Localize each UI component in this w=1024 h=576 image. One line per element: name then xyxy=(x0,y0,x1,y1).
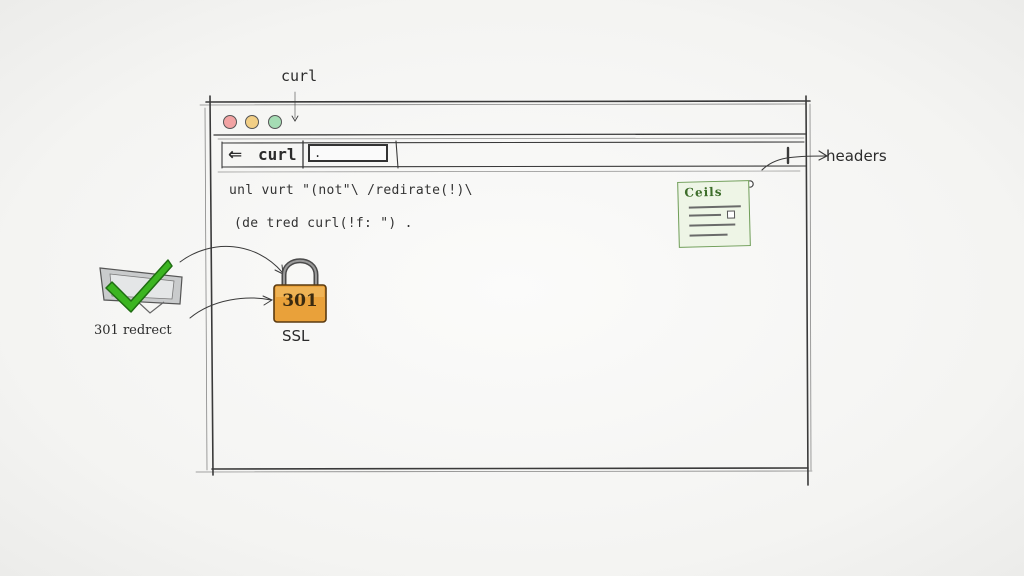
back-arrow-icon[interactable]: ⇐ xyxy=(228,145,243,165)
headers-card-title: Ceils xyxy=(684,184,723,200)
ssl-label: SSL xyxy=(282,327,310,345)
nav-curl-label: curl xyxy=(258,145,297,164)
card-checkbox xyxy=(726,210,736,219)
card-line xyxy=(689,233,728,237)
card-line xyxy=(689,213,722,217)
checkmark-icon xyxy=(105,259,173,313)
minimize-window-button[interactable] xyxy=(245,115,259,129)
headers-label: headers xyxy=(826,147,887,165)
code-line-2: (de tred curl(!f: ") . xyxy=(234,216,413,231)
address-input[interactable]: . xyxy=(308,144,388,162)
code-line-1: unl vurt "(not"\ /redirate(!)\ xyxy=(229,183,473,198)
top-curl-label: curl xyxy=(281,67,318,85)
redirect-label: 301 redrect xyxy=(94,323,172,338)
maximize-window-button[interactable] xyxy=(268,115,282,129)
card-line xyxy=(688,205,741,209)
headers-card[interactable]: Ceils xyxy=(677,180,751,248)
lock-code: 301 xyxy=(282,291,318,311)
close-window-button[interactable] xyxy=(223,115,237,129)
padlock-icon xyxy=(273,258,327,323)
card-line xyxy=(689,223,736,227)
